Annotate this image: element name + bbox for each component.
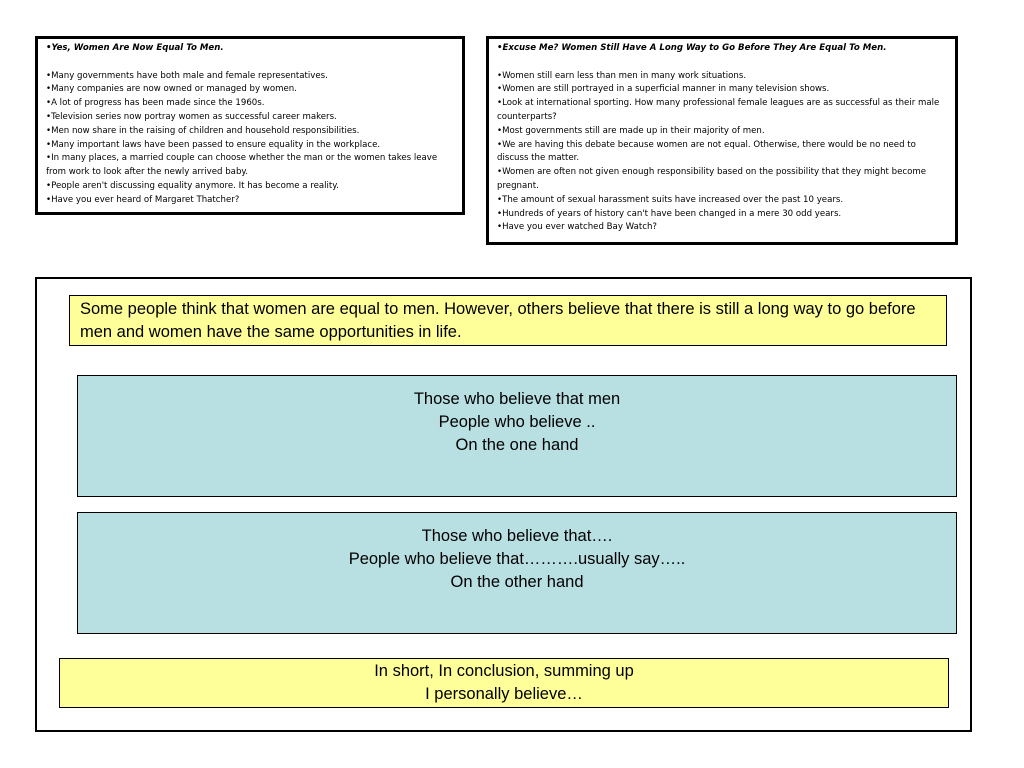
list-item: •Hundreds of years of history can't have…	[497, 208, 842, 219]
list-item: •Women still earn less than men in many …	[497, 70, 747, 81]
list-item: •Have you ever heard of Margaret Thatche…	[46, 194, 240, 205]
list-item: •The amount of sexual harassment suits h…	[497, 194, 844, 205]
list-item: •Most governments still are made up in t…	[497, 125, 765, 136]
phrase-line: On the one hand	[455, 436, 579, 454]
list-item: •Have you ever watched Bay Watch?	[497, 222, 657, 233]
phrase-line: I personally believe…	[425, 685, 583, 703]
phrase-line: Those who believe that….	[421, 527, 613, 545]
arguments-for-box: •Yes, Women Are Now Equal To Men. •Many …	[35, 36, 465, 215]
arguments-for-list: •Many governments have both male and fem…	[46, 70, 456, 208]
list-item: •Many important laws have been passed to…	[46, 139, 381, 150]
on-the-one-hand-box: Those who believe that men People who be…	[77, 375, 957, 497]
arguments-for-heading: •Yes, Women Are Now Equal To Men.	[46, 43, 224, 53]
arguments-against-box: •Excuse Me? Women Still Have A Long Way …	[486, 36, 958, 245]
list-item: •Men now share in the raising of childre…	[46, 125, 360, 136]
list-item: •Television series now portray women as …	[46, 111, 337, 122]
phrase-line: Those who believe that men	[413, 390, 621, 408]
list-item: •A lot of progress has been made since t…	[46, 98, 265, 109]
list-item: •In many places, a married couple can ch…	[46, 153, 438, 178]
list-item: •We are having this debate because women…	[497, 139, 916, 164]
phrase-line: In short, In conclusion, summing up	[374, 662, 634, 680]
list-item: •Look at international sporting. How man…	[497, 98, 940, 122]
conclusion-box: In short, In conclusion, summing up I pe…	[59, 658, 949, 708]
intro-text: Some people think that women are equal t…	[80, 300, 916, 341]
on-the-other-hand-box: Those who believe that…. People who beli…	[77, 512, 957, 634]
list-item: •Many companies are now owned or managed…	[46, 84, 297, 95]
essay-planner-frame: Some people think that women are equal t…	[35, 277, 972, 732]
intro-box: Some people think that women are equal t…	[69, 295, 947, 346]
arguments-against-heading: •Excuse Me? Women Still Have A Long Way …	[497, 43, 887, 53]
list-item: •Many governments have both male and fem…	[46, 70, 328, 81]
list-item: •People aren't discussing equality anymo…	[46, 180, 339, 191]
list-item: •Women are often not given enough respon…	[497, 167, 927, 191]
phrase-line: People who believe ..	[438, 413, 596, 431]
list-item: •Women are still portrayed in a superfic…	[497, 84, 830, 95]
phrase-line: People who believe that……….usually say….…	[348, 550, 686, 568]
arguments-against-list: •Women still earn less than men in many …	[497, 70, 949, 236]
phrase-line: On the other hand	[450, 573, 584, 591]
